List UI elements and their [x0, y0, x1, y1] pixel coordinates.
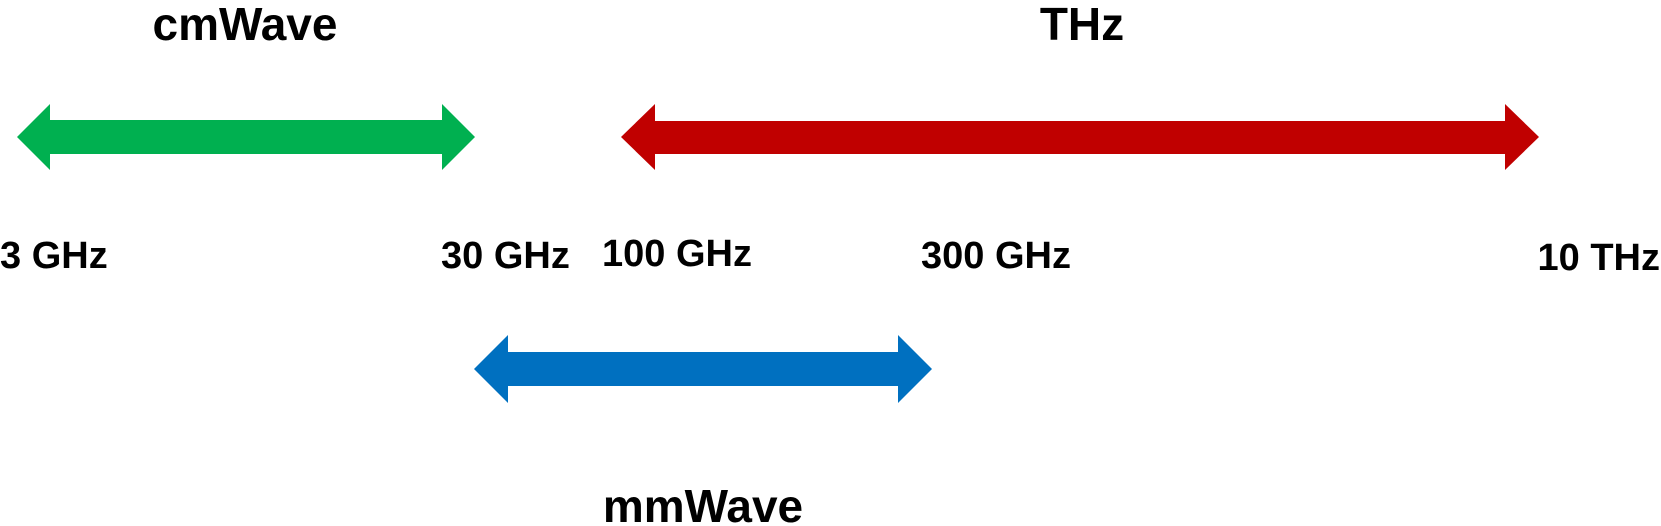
mmwave-double-arrow	[474, 335, 932, 403]
cmwave-double-arrow	[17, 104, 475, 170]
thz-label: THz	[1040, 0, 1124, 50]
mmwave-label: mmWave	[603, 480, 803, 526]
freq-label-30ghz: 30 GHz	[441, 235, 570, 277]
thz-double-arrow	[621, 104, 1539, 170]
freq-label-100ghz: 100 GHz	[602, 233, 752, 275]
freq-label-300ghz: 300 GHz	[921, 235, 1071, 277]
freq-label-10thz: 10 THz	[1538, 237, 1660, 279]
freq-label-3ghz: 3 GHz	[0, 235, 108, 277]
cmwave-label: cmWave	[153, 0, 338, 50]
